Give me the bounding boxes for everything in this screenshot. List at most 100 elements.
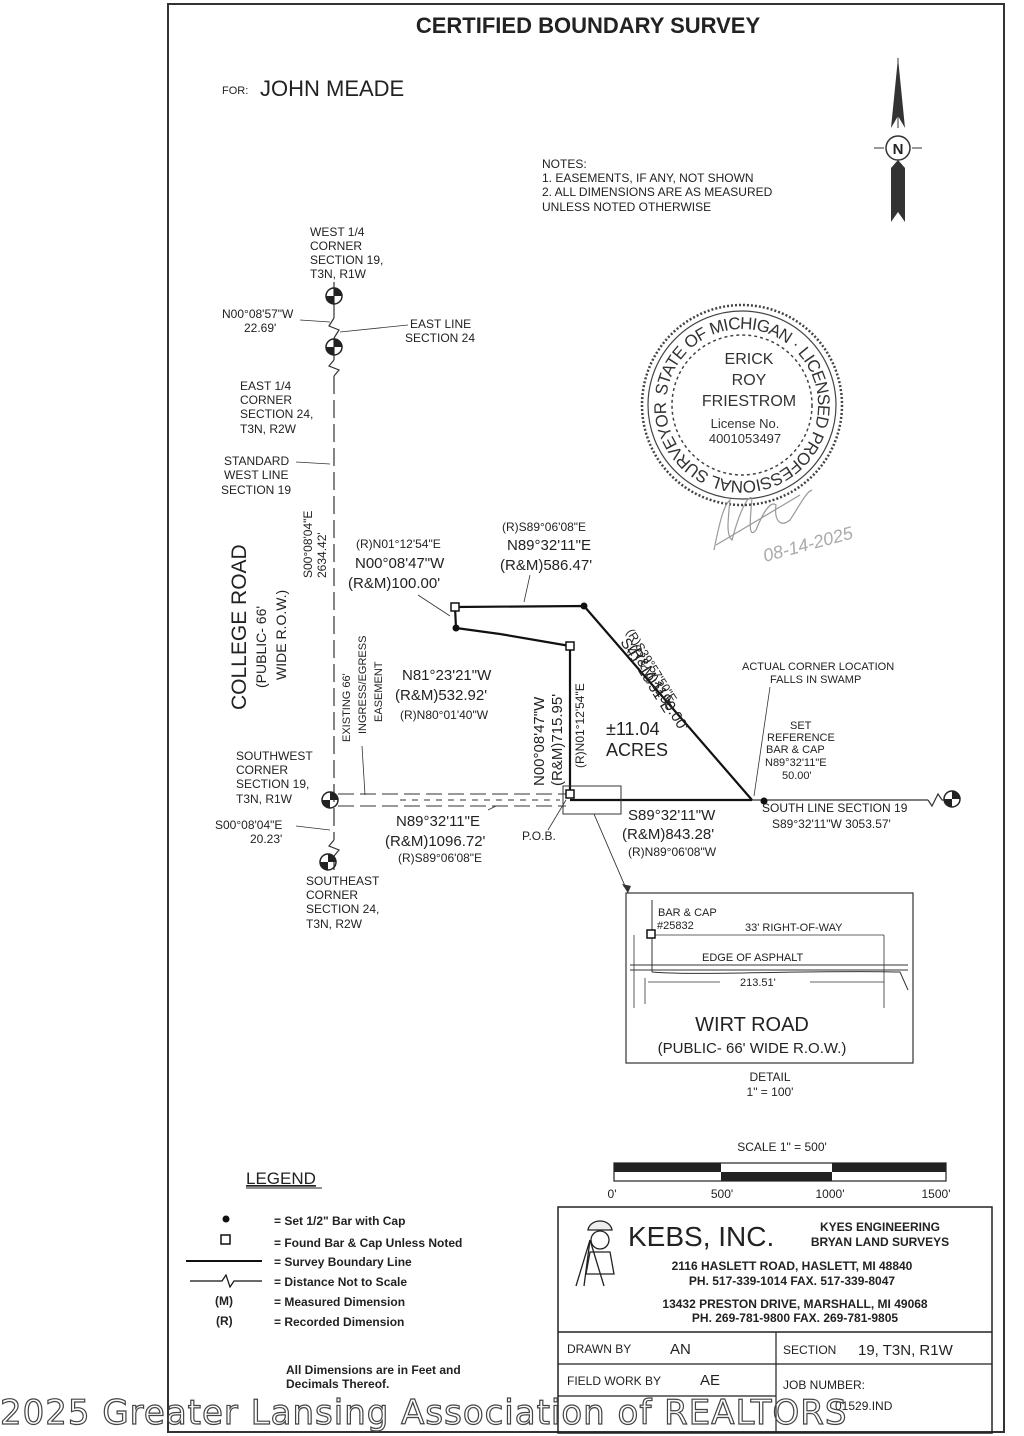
corner-symbol-icon [943,790,961,808]
mid-record-bearing: (R)N80°01'40"W [400,708,489,722]
section-value: 19, T3N, R1W [858,1342,954,1359]
legend-item-not-to-scale: = Distance Not to Scale [274,1275,407,1289]
seal-name-2: ROY [732,372,767,389]
corner-symbol-icon [325,287,343,305]
nw-bearing: N00°08'47"W [355,555,445,572]
detail-distance: 213.51' [740,977,776,989]
firm-sub-2: BRYAN LAND SURVEYS [811,1235,949,1249]
south-short-leader [295,825,331,831]
acreage-value: ±11.04 [606,719,660,739]
east-line-label-1: EAST LINE [410,317,471,331]
southwest-corner-label: SOUTHWEST CORNER SECTION 19, T3N, R1W [236,749,313,806]
survey-title: CERTIFIED BOUNDARY SURVEY [416,13,761,38]
found-bar-icon [565,641,575,651]
note-2: 2. ALL DIMENSIONS ARE AS MEASURED [542,185,773,199]
north-distance: (R&M)586.47' [500,557,592,574]
nw-record-bearing: (R)N01°12'54"E [356,537,441,551]
firm-name: KEBS, INC. [628,1221,774,1252]
legend-key-recorded: (R) [216,1314,233,1328]
found-bar-icon [646,929,656,939]
detail-caption-scale: 1" = 100' [747,1085,794,1099]
svg-text:WEST 1/4: WEST 1/4 [310,225,365,239]
section-label: SECTION [783,1343,836,1357]
set-bar-icon [452,624,460,632]
scale-tick-1500: 1500' [922,1187,951,1201]
detail-bar-cap: BAR & CAP [658,907,717,919]
svg-text:SECTION 19,: SECTION 19, [236,777,309,791]
svg-text:T3N, R1W: T3N, R1W [236,792,293,806]
nw-distance: (R&M)100.00' [348,575,440,592]
job-number-label: JOB NUMBER: [783,1378,865,1392]
field-work-value: AE [700,1372,720,1389]
detail-callout-box [562,785,622,815]
corner-symbol-icon [321,791,339,809]
legend-footer-2: Decimals Thereof. [286,1377,389,1391]
svg-text:CORNER: CORNER [236,763,288,777]
svg-text:T3N, R2W: T3N, R2W [240,422,297,436]
legend-break-icon [190,1273,262,1289]
svg-text:CORNER: CORNER [310,239,362,253]
title-block [557,1206,993,1434]
acreage-label: ACRES [606,740,668,760]
nw-leader [417,594,451,617]
notes-heading: NOTES: [542,157,587,171]
actual-corner-note-2: FALLS IN SWAMP [770,674,861,686]
svg-text:SECTION 24,: SECTION 24, [240,407,313,421]
south-east-distance: (R&M)843.28' [622,826,714,843]
client-prefix: FOR: [222,85,248,97]
svg-text:EASEMENT: EASEMENT [373,661,385,722]
south-short-bearing: S00°08'04"E [215,818,282,832]
svg-text:N89°32'11"E: N89°32'11"E [765,757,827,769]
firm-phone-1: PH. 517-339-1014 FAX. 517-339-8047 [689,1274,895,1288]
svg-text:CORNER: CORNER [240,393,292,407]
actual-corner-leader [753,686,771,797]
actual-corner-note-1: ACTUAL CORNER LOCATION [742,661,894,673]
legend-item-found-bar: = Found Bar & Cap Unless Noted [274,1236,462,1250]
drawn-by-value: AN [670,1341,691,1358]
inner-distance: (R&M)715.95' [549,694,566,786]
field-work-label: FIELD WORK BY [567,1374,661,1388]
detail-bar-cap-number: #25832 [657,920,694,932]
easement-leader [361,745,366,796]
north-leader [523,574,531,603]
detail-box [625,892,914,1064]
surveyor-seal: STATE OF MICHIGAN · LICENSED PROFESSIONA… [640,303,844,507]
note-3: UNLESS NOTED OTHERWISE [542,200,711,214]
north-arrow-icon: N [874,58,922,222]
inner-record-bearing: (R)N01°12'54"E [573,683,587,768]
notes-block: NOTES: 1. EASEMENTS, IF ANY, NOT SHOWN 2… [542,157,773,214]
south-west-distance: (R&M)1096.72' [385,833,486,850]
scale-tick-500: 500' [711,1187,733,1201]
legend-heading: LEGEND [246,1169,316,1188]
legend-key-measured: (M) [215,1294,233,1308]
east-quarter-corner-label: EAST 1/4 CORNER SECTION 24, T3N, R2W [240,379,313,436]
svg-text:CORNER: CORNER [306,888,358,902]
found-bar-icon [450,602,460,612]
scale-tick-0: 0' [608,1187,617,1201]
set-bar-icon [580,602,588,610]
college-road-sub-2: WIDE R.O.W.) [273,590,289,680]
signature: 08-14-2025 [713,489,856,566]
detail-callout-leader [593,813,629,894]
south-east-bearing: S89°32'11"W [628,807,716,824]
legend-footer-1: All Dimensions are in Feet and [286,1363,461,1377]
legend-item-set-bar: = Set 1/2" Bar with Cap [274,1214,405,1228]
svg-text:SECTION 19,: SECTION 19, [310,253,383,267]
mid-distance: (R&M)532.92' [395,687,487,704]
south-short-distance: 20.23' [250,832,282,846]
west-line-distance: 2634.42' [315,532,329,578]
client-name: JOHN MEADE [260,76,404,101]
scale-label: SCALE 1" = 500' [737,1140,827,1154]
north-label: N [893,141,904,158]
detail-edge-of-asphalt: EDGE OF ASPHALT [702,952,804,964]
legend-set-bar-icon [222,1215,230,1223]
north-short-bearing: N00°08'57"W [222,307,294,321]
svg-text:REFERENCE: REFERENCE [767,732,835,744]
sheet-border [167,3,1005,1433]
svg-text:EXISTING 66': EXISTING 66' [341,673,353,742]
firm-address-1: 2116 HASLETT ROAD, HASLETT, MI 48840 [672,1259,913,1273]
svg-text:T3N, R2W: T3N, R2W [306,917,363,931]
west-quarter-corner-label: WEST 1/4 CORNER SECTION 19, T3N, R1W [310,225,383,281]
college-road-sub-1: (PUBLIC- 66' [253,606,269,688]
